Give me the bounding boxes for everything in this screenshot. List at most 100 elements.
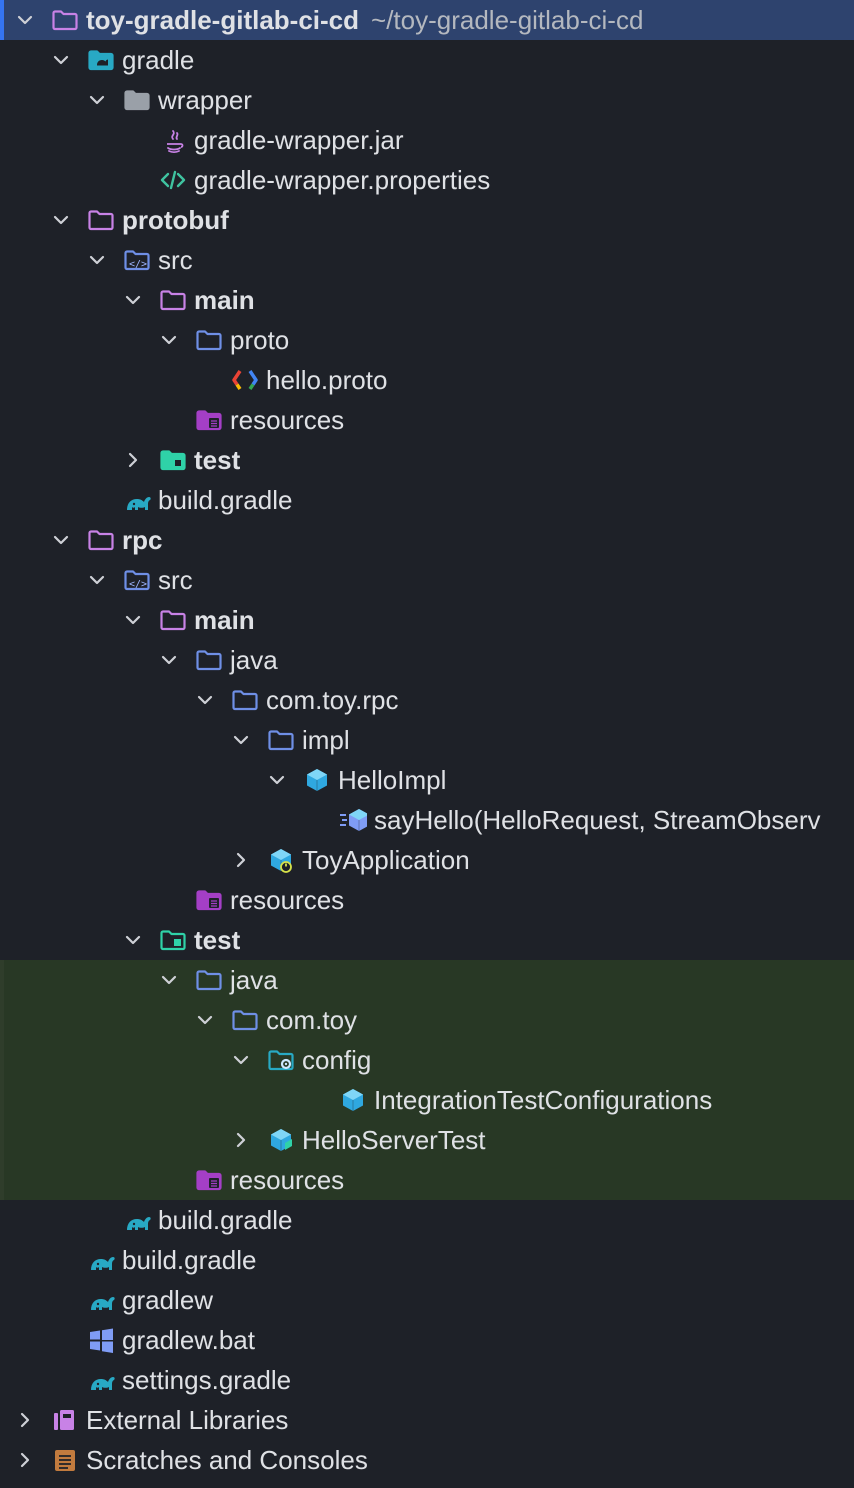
tree-row[interactable]: java — [0, 640, 854, 680]
tree-row-label: settings.gradle — [122, 1365, 292, 1395]
chevron-down-icon[interactable] — [266, 760, 288, 800]
svg-text:</>: </> — [129, 579, 147, 590]
tree-row[interactable]: sayHello(HelloRequest, StreamObserv — [0, 800, 854, 840]
tree-row[interactable]: proto — [0, 320, 854, 360]
tree-row[interactable]: HelloServerTest — [0, 1120, 854, 1160]
tree-row[interactable]: Scratches and Consoles — [0, 1440, 854, 1480]
chevron-down-icon[interactable] — [158, 320, 180, 360]
chevron-right-icon[interactable] — [230, 1120, 252, 1160]
chevron-down-icon[interactable] — [14, 0, 36, 40]
tree-row-label: java — [230, 645, 278, 675]
tree-row[interactable]: resources — [0, 1160, 854, 1200]
tree-row[interactable]: </>src — [0, 240, 854, 280]
tree-row[interactable]: toy-gradle-gitlab-ci-cd~/toy-gradle-gitl… — [0, 0, 854, 40]
tree-row[interactable]: ToyApplication — [0, 840, 854, 880]
tree-row[interactable]: hello.proto — [0, 360, 854, 400]
tree-row[interactable]: main — [0, 600, 854, 640]
tree-row[interactable]: resources — [0, 400, 854, 440]
module-folder-icon — [158, 605, 188, 635]
tree-row[interactable]: gradle-wrapper.jar — [0, 120, 854, 160]
tree-row[interactable]: gradlew.bat — [0, 1320, 854, 1360]
tree-row-label: sayHello(HelloRequest, StreamObserv — [374, 805, 821, 835]
test-folder-icon — [158, 925, 188, 955]
tree-row-label: rpc — [122, 525, 163, 555]
chevron-down-icon[interactable] — [158, 640, 180, 680]
chevron-down-icon[interactable] — [50, 520, 72, 560]
method-icon — [338, 805, 368, 835]
chevron-right-icon[interactable] — [14, 1400, 36, 1440]
tree-row[interactable]: protobuf — [0, 200, 854, 240]
source-folder-icon — [230, 685, 260, 715]
tree-row[interactable]: gradlew — [0, 1280, 854, 1320]
chevron-down-icon[interactable] — [194, 680, 216, 720]
tree-row-label: main — [194, 285, 255, 315]
class-icon — [302, 765, 332, 795]
chevron-right-icon[interactable] — [122, 440, 144, 480]
chevron-down-icon[interactable] — [158, 960, 180, 1000]
chevron-down-icon[interactable] — [122, 600, 144, 640]
tree-row-label: resources — [230, 1165, 345, 1195]
class-icon — [338, 1085, 368, 1115]
gradle-elephant-icon — [86, 1245, 116, 1275]
tree-row[interactable]: gradle-wrapper.properties — [0, 160, 854, 200]
module-folder-icon — [86, 525, 116, 555]
windows-icon — [86, 1325, 116, 1355]
tree-row-label: gradlew.bat — [122, 1325, 255, 1355]
tree-row-label: gradlew — [122, 1285, 214, 1315]
tree-row[interactable]: IntegrationTestConfigurations — [0, 1080, 854, 1120]
module-folder-icon — [86, 205, 116, 235]
gradle-elephant-icon — [122, 1205, 152, 1235]
tree-row[interactable]: resources — [0, 880, 854, 920]
tree-row-label: com.toy.rpc — [266, 685, 399, 715]
chevron-right-icon[interactable] — [14, 1440, 36, 1480]
chevron-down-icon[interactable] — [86, 560, 108, 600]
tree-row[interactable]: External Libraries — [0, 1400, 854, 1440]
spring-class-icon — [266, 845, 296, 875]
java-jar-icon — [158, 125, 188, 155]
tree-row-label: src — [158, 565, 193, 595]
chevron-down-icon[interactable] — [86, 240, 108, 280]
source-folder-icon — [194, 325, 224, 355]
tree-row[interactable]: rpc — [0, 520, 854, 560]
chevron-right-icon[interactable] — [230, 840, 252, 880]
chevron-down-icon[interactable] — [122, 920, 144, 960]
tree-row[interactable]: com.toy — [0, 1000, 854, 1040]
chevron-down-icon[interactable] — [50, 40, 72, 80]
tree-row-label: toy-gradle-gitlab-ci-cd — [86, 5, 360, 35]
chevron-down-icon[interactable] — [230, 1040, 252, 1080]
tree-row[interactable]: test — [0, 440, 854, 480]
tree-row[interactable]: build.gradle — [0, 1240, 854, 1280]
tree-row-label: java — [230, 965, 278, 995]
chevron-down-icon[interactable] — [230, 720, 252, 760]
tree-row[interactable]: build.gradle — [0, 480, 854, 520]
tree-row[interactable]: main — [0, 280, 854, 320]
svg-text:</>: </> — [129, 259, 147, 270]
tree-row[interactable]: HelloImpl — [0, 760, 854, 800]
tree-row[interactable]: impl — [0, 720, 854, 760]
chevron-down-icon[interactable] — [194, 1000, 216, 1040]
tree-row[interactable]: gradle — [0, 40, 854, 80]
tree-row-label: test — [194, 445, 241, 475]
tree-row[interactable]: settings.gradle — [0, 1360, 854, 1400]
tree-row[interactable]: </> src — [0, 560, 854, 600]
tree-row-label: build.gradle — [122, 1245, 257, 1275]
tree-row[interactable]: com.toy.rpc — [0, 680, 854, 720]
tree-row-label: config — [302, 1045, 372, 1075]
folder-gray-icon — [122, 85, 152, 115]
chevron-down-icon[interactable] — [50, 200, 72, 240]
tree-row[interactable]: test — [0, 920, 854, 960]
config-folder-icon — [266, 1045, 296, 1075]
gradle-elephant-icon — [86, 1365, 116, 1395]
tree-row-label: protobuf — [122, 205, 229, 235]
tree-row-label: HelloServerTest — [302, 1125, 486, 1155]
chevron-down-icon[interactable] — [86, 80, 108, 120]
source-folder-icon — [230, 1005, 260, 1035]
chevron-down-icon[interactable] — [122, 280, 144, 320]
tree-row[interactable]: java — [0, 960, 854, 1000]
test-folder-filled-icon — [158, 445, 188, 475]
tree-row[interactable]: wrapper — [0, 80, 854, 120]
tree-row[interactable]: build.gradle — [0, 1200, 854, 1240]
tree-row[interactable]: config — [0, 1040, 854, 1080]
tree-row-label: ToyApplication — [302, 845, 470, 875]
